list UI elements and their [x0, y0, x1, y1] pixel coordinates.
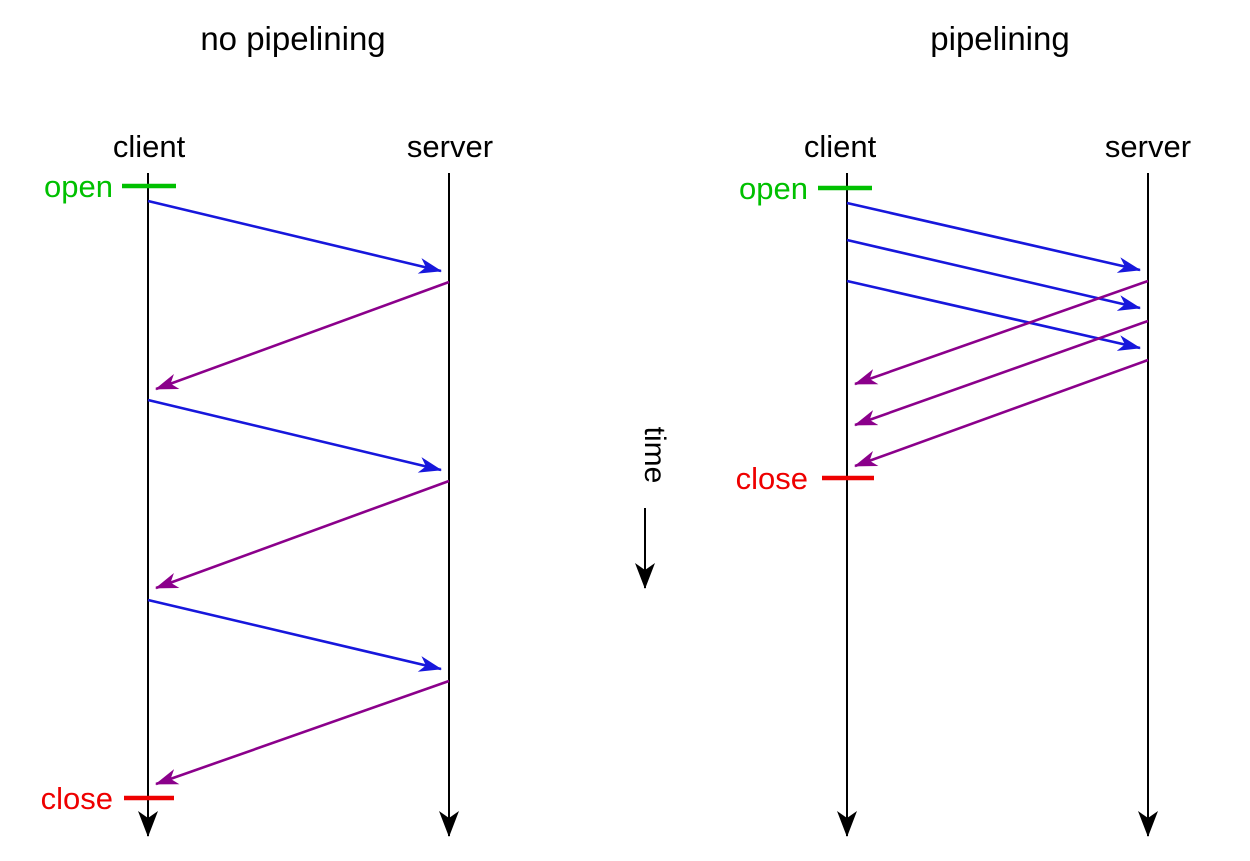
response-arrow — [854, 279, 1149, 386]
response-arrow — [155, 679, 450, 786]
client-label: client — [113, 129, 186, 164]
request-arrow — [147, 199, 442, 274]
diagram-title: pipelining — [930, 20, 1069, 57]
request-arrow — [846, 238, 1141, 311]
diagram-lines — [122, 173, 459, 837]
diagram-lines — [818, 173, 1158, 837]
request-arrow — [147, 598, 442, 672]
response-arrow — [155, 479, 450, 590]
request-arrow — [147, 398, 442, 473]
request-arrow — [846, 201, 1141, 273]
time-axis: time — [635, 427, 671, 589]
response-arrow — [854, 319, 1149, 427]
open-label: open — [44, 169, 113, 204]
response-arrow — [155, 280, 450, 391]
response-arrow — [854, 358, 1149, 468]
request-arrow — [846, 279, 1141, 351]
diagram-no-pipelining: no pipelining client server open close — [41, 20, 493, 837]
open-label: open — [739, 171, 808, 206]
close-label: close — [41, 781, 113, 816]
server-label: server — [1105, 129, 1191, 164]
time-axis-label: time — [638, 427, 671, 484]
diagram-title: no pipelining — [200, 20, 385, 57]
close-label: close — [736, 461, 808, 496]
diagram-pipelining: pipelining client server open close — [736, 20, 1191, 837]
server-label: server — [407, 129, 493, 164]
client-label: client — [804, 129, 877, 164]
